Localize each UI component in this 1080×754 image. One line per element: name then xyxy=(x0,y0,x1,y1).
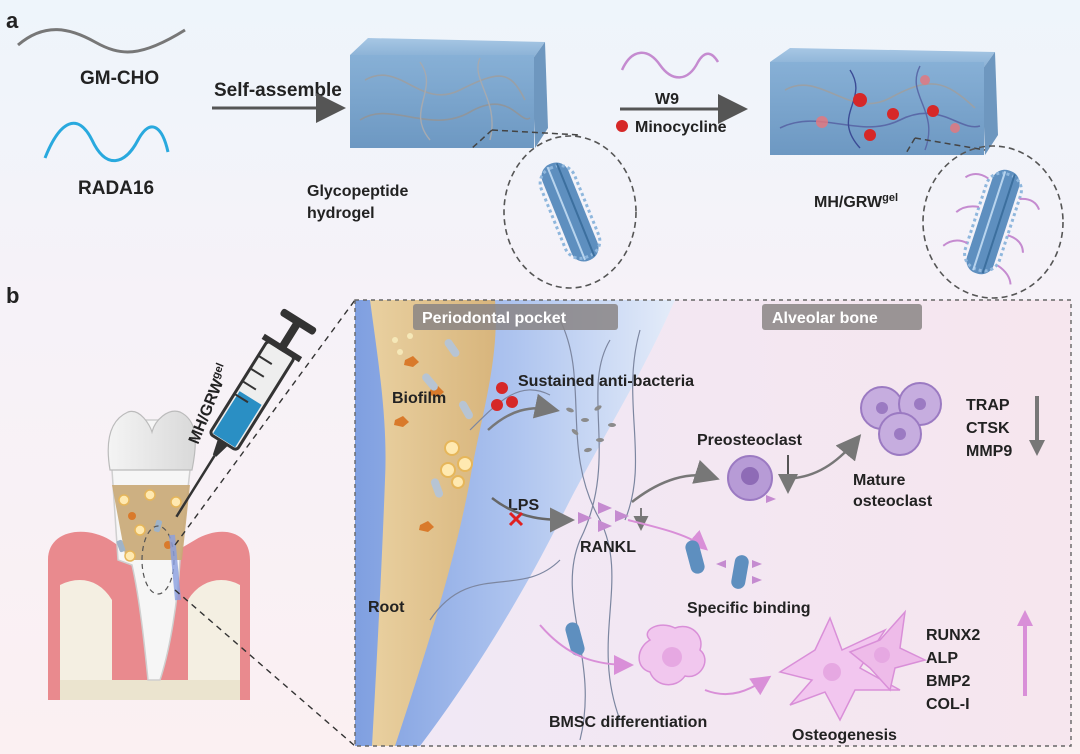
tooth-illustration xyxy=(48,410,250,700)
w9-strand xyxy=(620,51,720,79)
panel-a-letter: a xyxy=(6,8,19,33)
mature-label-line2: osteoclast xyxy=(853,493,933,510)
marker-ctsk: CTSK xyxy=(966,420,1010,437)
marker-bmp2: BMP2 xyxy=(926,673,971,690)
syringe-label-sup: gel xyxy=(210,361,227,380)
preosteoclast-cell xyxy=(727,455,776,503)
down-trend-arrow-icon xyxy=(1029,440,1045,456)
periodontal-pocket-header-bg xyxy=(413,304,618,330)
zoom-circle-2 xyxy=(922,145,1064,299)
mature-label-line1: Mature xyxy=(853,472,906,489)
up-markers: RUNX2 ALP BMP2 COL-I xyxy=(926,627,980,713)
rada16-label: RADA16 xyxy=(78,178,154,199)
w9-label: W9 xyxy=(655,91,679,108)
glycopeptide-hydrogel-block xyxy=(350,38,548,148)
marker-mmp9: MMP9 xyxy=(966,443,1012,460)
antibacteria-arrow xyxy=(487,393,560,431)
syringe-icon xyxy=(175,308,317,518)
killed-bacteria xyxy=(566,405,616,453)
osteogenesis-label: Osteogenesis xyxy=(792,727,897,744)
specific-binding-label: Specific binding xyxy=(687,600,811,617)
alveolar-bone-header: Alveolar bone xyxy=(772,310,878,327)
minocycline-label: Minocycline xyxy=(635,119,727,136)
periodontal-pocket-header: Periodontal pocket xyxy=(422,310,567,327)
lps-arrow xyxy=(491,497,575,533)
lps-label: LPS xyxy=(508,497,539,514)
marker-runx2: RUNX2 xyxy=(926,627,980,644)
gm-cho-label: GM-CHO xyxy=(80,68,159,89)
mh-grw-label: MH/GRWgel xyxy=(814,192,898,211)
rada16-strand xyxy=(43,121,170,163)
marker-trap: TRAP xyxy=(966,397,1010,414)
nanofiber-2 xyxy=(942,169,1041,285)
mh-grw-gel-block xyxy=(770,48,998,155)
glycopeptide-label-line1: Glycopeptide xyxy=(307,183,408,200)
to-bmsc-arrow xyxy=(539,624,634,675)
biofilm-label: Biofilm xyxy=(392,390,446,407)
bmsc-label: BMSC differentiation xyxy=(549,714,707,731)
alveolar-bone-header-bg xyxy=(762,304,922,330)
glycopeptide-label-line2: hydrogel xyxy=(307,205,375,222)
self-assemble-label: Self-assemble xyxy=(214,80,342,101)
rankl-triangles xyxy=(578,502,629,532)
marker-col-i: COL-I xyxy=(926,696,970,713)
bmsc-cell xyxy=(638,624,706,686)
mh-grw-label-sup: gel xyxy=(882,192,898,204)
biofilm-bacteria xyxy=(392,333,473,532)
minocycline-release xyxy=(491,382,518,411)
specific-binding-fibers xyxy=(685,540,762,589)
bmsc-fiber xyxy=(565,622,585,656)
zoom-guide-2 xyxy=(904,137,986,156)
preosteoclast-label: Preosteoclast xyxy=(697,432,803,449)
sustained-label: Sustained anti-bacteria xyxy=(518,373,694,390)
to-mature-arrow xyxy=(794,434,862,480)
zoom-panel-border xyxy=(354,299,1072,747)
zoom-circle-1 xyxy=(503,135,637,289)
gm-cho-strand xyxy=(17,28,186,54)
zoom-guide-bottom xyxy=(174,589,356,747)
rankl-label: RANKL xyxy=(580,539,636,556)
mh-grw-label-main: MH/GRW xyxy=(814,194,883,211)
mature-osteoclast-cluster xyxy=(860,382,942,456)
rankl-to-binding-arrow xyxy=(627,519,709,551)
to-osteogenesis-arrow xyxy=(704,675,772,696)
down-markers: TRAP CTSK MMP9 xyxy=(966,397,1012,460)
lps-block-icon xyxy=(508,511,524,527)
nanofiber-1 xyxy=(538,162,602,262)
zoom-guide-1 xyxy=(469,129,581,151)
minocycline-dot-icon xyxy=(616,120,628,132)
root-label: Root xyxy=(368,599,405,616)
osteogenesis-cells xyxy=(778,609,928,722)
rankl-to-preosteoclast-arrow xyxy=(631,460,720,503)
zoom-guide-top xyxy=(174,299,356,546)
up-trend-arrow-icon xyxy=(1017,610,1033,626)
panel-b-letter: b xyxy=(6,283,19,308)
marker-alp: ALP xyxy=(926,650,958,667)
